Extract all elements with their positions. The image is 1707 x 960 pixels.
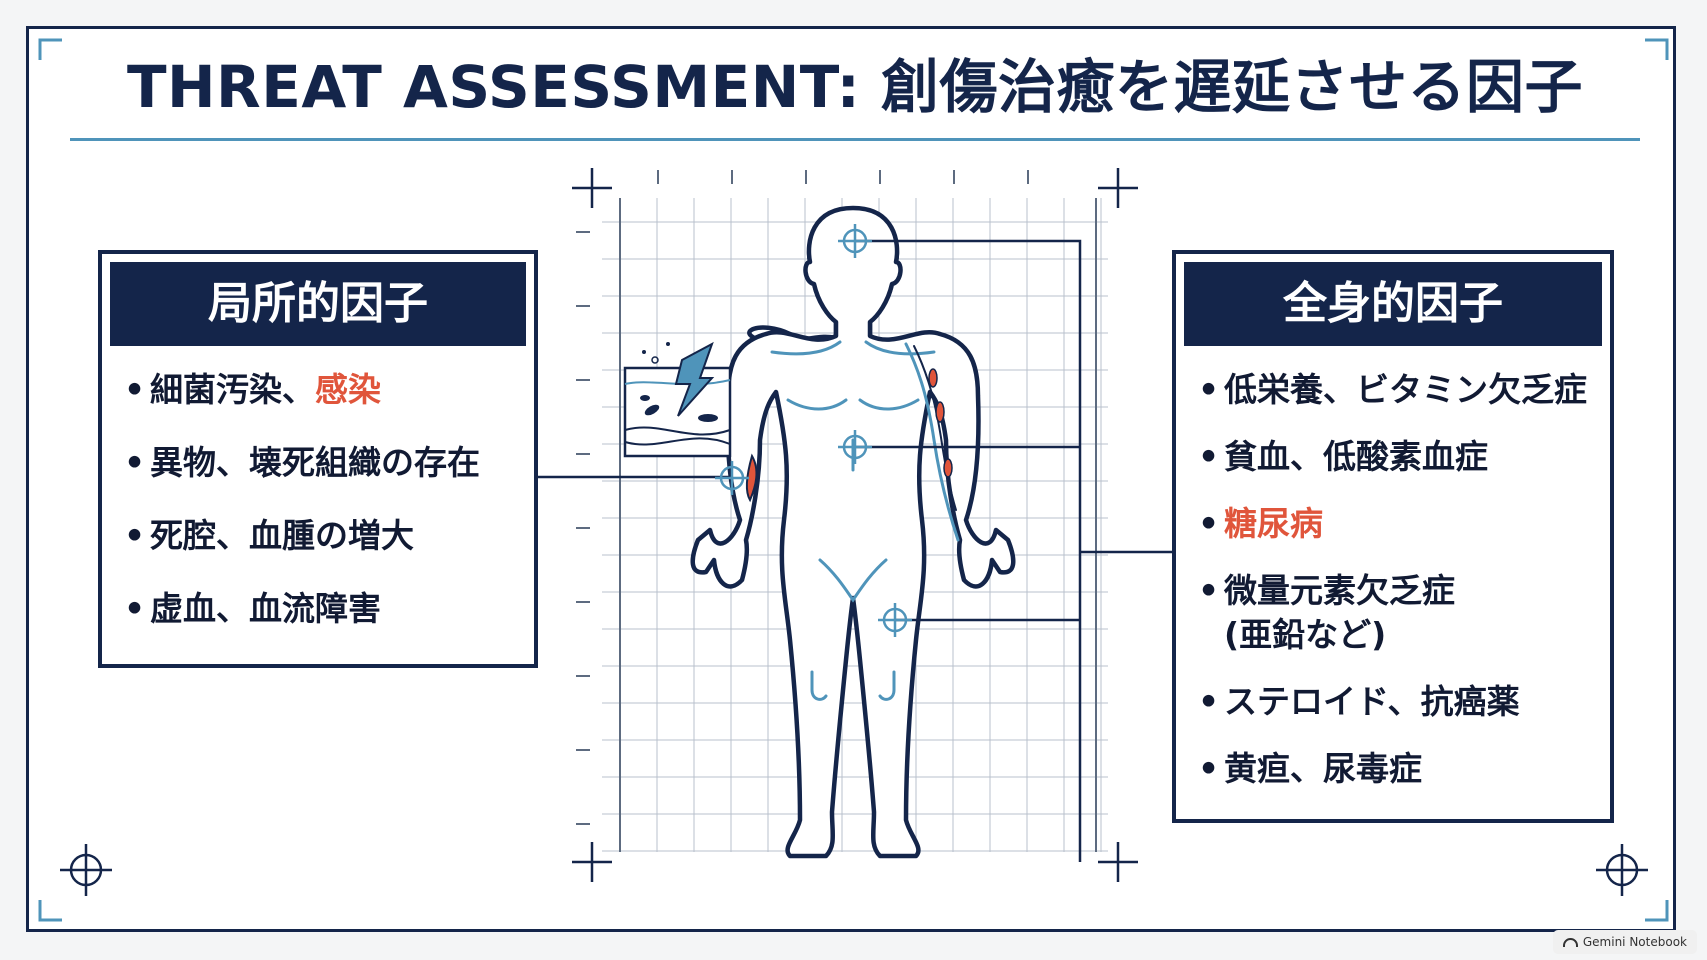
local-factors-header: 局所的因子 [110,262,526,346]
systemic-factors-header: 全身的因子 [1184,262,1602,346]
factor-item: 貧血、低酸素血症 [1198,435,1610,479]
factor-item: ステロイド、抗癌薬 [1198,680,1610,724]
factor-highlight: 糖尿病 [1224,504,1323,543]
factor-highlight: 感染 [315,370,381,409]
factor-text: ステロイド、抗癌薬 [1224,682,1520,721]
factor-text: 黄疸、尿毒症 [1224,749,1422,788]
factor-item: 黄疸、尿毒症 [1198,747,1610,791]
factor-text: 細菌汚染、 [150,370,315,409]
human-body-outline [690,205,1016,859]
factor-text: 貧血、低酸素血症 [1224,437,1488,476]
factor-text: 虚血、血流障害 [150,589,381,628]
title-divider [70,138,1640,141]
factor-text: 死腔、血腫の増大 [150,516,414,555]
factor-text: 異物、壊死組織の存在 [150,443,480,482]
factor-text: 微量元素欠乏症 (亜鉛など) [1224,571,1455,654]
wound-mark [745,453,758,503]
local-factors-panel: 局所的因子 細菌汚染、感染異物、壊死組織の存在死腔、血腫の増大虚血、血流障害 [98,250,538,668]
factor-text: 低栄養、ビタミン欠乏症 [1224,370,1587,409]
factor-item: 異物、壊死組織の存在 [124,441,534,485]
page-title: THREAT ASSESSMENT: 創傷治癒を遅延させる因子 [126,53,1584,121]
factor-item: 低栄養、ビタミン欠乏症 [1198,368,1610,412]
badge-label: Gemini Notebook [1582,935,1687,949]
systemic-factors-list: 低栄養、ビタミン欠乏症貧血、低酸素血症糖尿病微量元素欠乏症 (亜鉛など) ステロイ… [1176,354,1610,791]
factor-item: 微量元素欠乏症 (亜鉛など) [1198,569,1610,657]
local-factors-list: 細菌汚染、感染異物、壊死組織の存在死腔、血腫の増大虚血、血流障害 [102,354,534,631]
gemini-notebook-badge: Gemini Notebook [1552,930,1697,954]
grid-corner-marks [572,168,1138,882]
skin-tissue-icon [623,341,732,458]
factor-item: 糖尿病 [1198,502,1610,546]
factor-item: 細菌汚染、感染 [124,368,534,412]
factor-item: 死腔、血腫の増大 [124,514,534,558]
factor-item: 虚血、血流障害 [124,587,534,631]
crosshair-icon [715,224,912,637]
notebook-logo-icon [1562,937,1578,947]
connector-lines [538,239,1172,862]
systemic-factors-panel: 全身的因子 低栄養、ビタミン欠乏症貧血、低酸素血症糖尿病微量元素欠乏症 (亜鉛な… [1172,250,1614,823]
